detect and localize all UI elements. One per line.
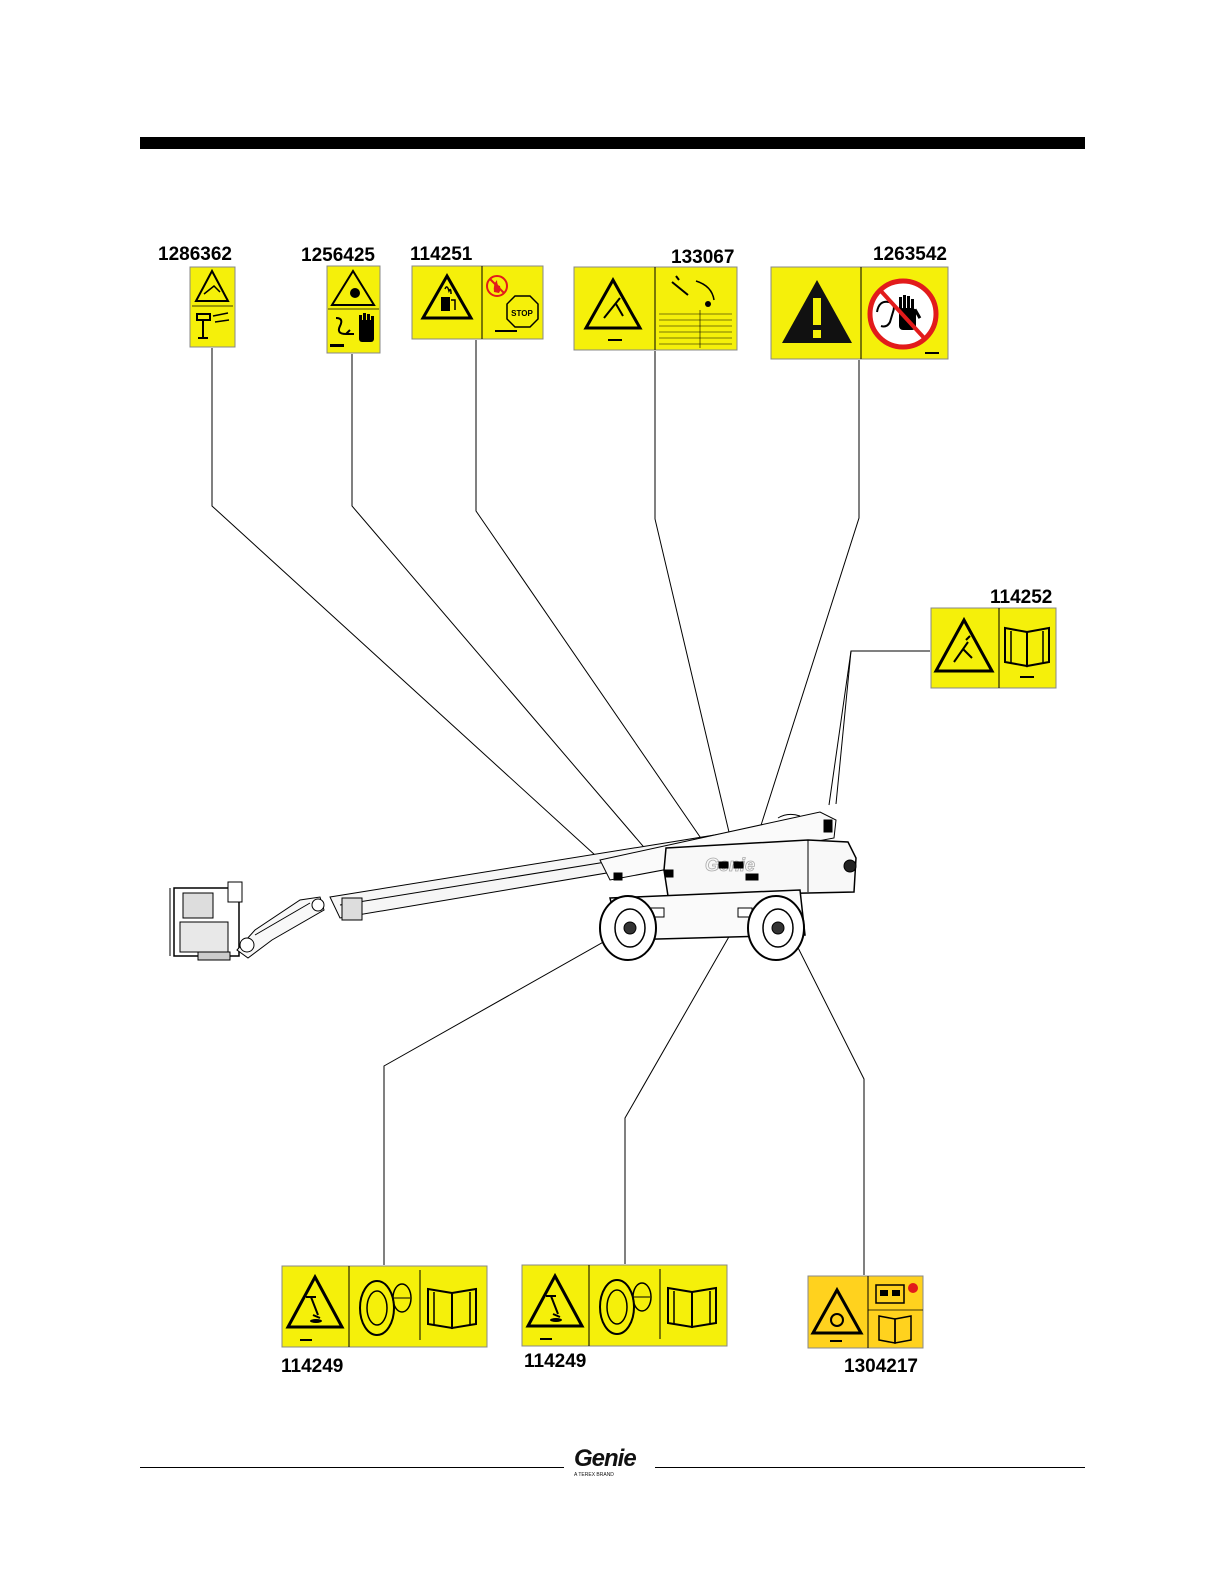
decal-1304217	[808, 1276, 923, 1348]
decal-1286362	[190, 267, 235, 347]
logo-wordmark: Genie	[574, 1447, 652, 1471]
decal-1256425	[327, 266, 380, 353]
stop-sign-icon: STOP	[507, 296, 538, 327]
decal-114251: STOP	[412, 266, 543, 339]
logo-tagline: A TEREX BRAND	[574, 1472, 652, 1478]
genie-logo: Genie A TEREX BRAND	[574, 1447, 652, 1478]
boom-lift-drawing: Genie	[170, 812, 856, 960]
decal-1263542	[771, 267, 948, 359]
leader-lines	[212, 340, 930, 1275]
footer-rule-right	[655, 1467, 1085, 1468]
manual-book-icon	[1005, 628, 1049, 666]
footer-rule-left	[140, 1467, 564, 1468]
svg-text:STOP: STOP	[511, 309, 533, 318]
decal-114252	[931, 608, 1056, 688]
svg-text:Genie: Genie	[705, 855, 755, 875]
decal-114249-left	[282, 1266, 487, 1347]
decal-114249-mid	[522, 1265, 727, 1346]
hand-stop-icon	[870, 281, 936, 347]
decal-133067	[574, 267, 737, 350]
